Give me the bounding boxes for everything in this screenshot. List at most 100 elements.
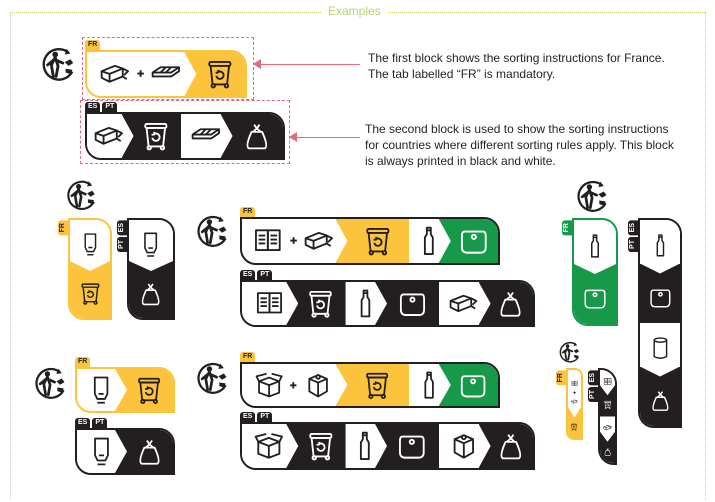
fr-block-vertical-tube: FR: [58, 218, 112, 320]
segment-white: [640, 220, 680, 272]
tube-icon: [84, 233, 96, 256]
tab-pt: PT: [117, 237, 127, 253]
fr-block-small: FR: [556, 368, 583, 440]
tab-fr: FR: [75, 357, 91, 367]
tab-fr: FR: [240, 352, 256, 362]
segment-white: [345, 282, 386, 325]
box-icon: [304, 232, 334, 250]
papers-icon: [571, 380, 578, 386]
segment-white: [600, 416, 615, 440]
trash-bag-icon: [142, 283, 160, 306]
country-tabs: FR: [240, 352, 256, 362]
cylinder-icon: [653, 337, 667, 360]
plus-icon: [290, 237, 297, 245]
annotation-second: The second block is used to show the sor…: [365, 122, 674, 168]
plus-icon: [573, 391, 576, 394]
glass-bin-icon: [649, 289, 671, 308]
bottle-icon: [360, 431, 371, 461]
segment-white: [70, 220, 110, 269]
sorting-instructions: [127, 218, 175, 320]
triman-icon: [35, 367, 65, 399]
recycling-bin-icon: [309, 433, 333, 461]
country-tabs: FR: [240, 207, 256, 217]
recycling-bin-icon: [365, 228, 389, 256]
trash-bag-icon: [500, 292, 521, 317]
segment-yellow: [70, 261, 110, 318]
segment-yellow: [335, 364, 410, 406]
trash-bag-icon: [246, 124, 268, 150]
fr-block-papers: FR: [240, 207, 500, 265]
segment-black: [600, 431, 615, 463]
segment-white: [345, 424, 386, 468]
recycling-bin-icon: [571, 423, 578, 431]
tab-es: ES: [588, 370, 598, 386]
segment-white: [242, 364, 346, 406]
sorting-instructions: [85, 50, 247, 98]
sorting-instructions: [240, 217, 500, 265]
sorting-instructions: [240, 362, 500, 408]
trash-bag-icon: [500, 434, 522, 460]
tray-icon: [151, 66, 181, 78]
glass-bin-icon: [461, 375, 486, 398]
triman-icon: [67, 180, 95, 211]
tab-pt: PT: [102, 102, 118, 112]
segment-white: [87, 114, 132, 158]
box-icon: [95, 127, 124, 145]
segment-black: [640, 366, 680, 426]
box-icon: [571, 399, 578, 404]
tube-icon: [93, 437, 109, 466]
cube-box-icon: [453, 434, 475, 459]
frame-title: Examples: [322, 4, 387, 18]
tab-fr: FR: [85, 40, 101, 50]
plus-icon: [137, 70, 144, 78]
triman-icon: [559, 341, 580, 363]
box-icon: [603, 425, 612, 431]
segment-white: [242, 219, 346, 263]
trash-bag-icon: [604, 447, 611, 456]
annotation-arrow-second: [294, 137, 360, 138]
segment-black: [600, 385, 615, 417]
papers-icon: [256, 292, 282, 314]
tab-pt: PT: [588, 387, 598, 403]
segment-green: [574, 264, 616, 324]
trash-bag-icon: [138, 440, 160, 465]
sorting-instructions: [598, 368, 617, 465]
open-box-icon: [255, 372, 283, 398]
tab-pt: PT: [257, 270, 273, 280]
recycling-bin-icon: [208, 61, 232, 89]
glass-bin-icon: [399, 293, 425, 317]
fr-block-vertical-glass: FR: [562, 218, 618, 326]
sorting-instructions: [75, 428, 175, 475]
segment-white: [439, 424, 489, 468]
sorting-instructions: [240, 280, 535, 327]
country-tabs: FR: [562, 220, 572, 236]
bottle-icon: [360, 289, 371, 318]
triman-icon: [197, 362, 227, 394]
box-icon: [450, 294, 478, 313]
fr-block-box: FR: [240, 352, 500, 408]
tab-fr: FR: [240, 207, 256, 217]
glass-bin-icon: [460, 230, 487, 254]
segment-yellow: [115, 369, 173, 411]
sorting-instructions: [572, 218, 618, 326]
segment-black: [129, 261, 173, 318]
cube-box-icon: [308, 374, 328, 398]
tube-icon: [93, 376, 109, 404]
glass-bin-icon: [399, 435, 425, 459]
segment-white: [181, 114, 231, 158]
bottle-icon: [590, 234, 600, 258]
recycling-bin-icon: [144, 123, 168, 151]
triman-icon: [42, 48, 74, 81]
papers-icon: [603, 378, 612, 385]
tab-pt: PT: [257, 412, 273, 422]
sorting-instructions: [638, 218, 682, 428]
segment-white: [439, 282, 489, 325]
segment-yellow: [568, 407, 581, 438]
